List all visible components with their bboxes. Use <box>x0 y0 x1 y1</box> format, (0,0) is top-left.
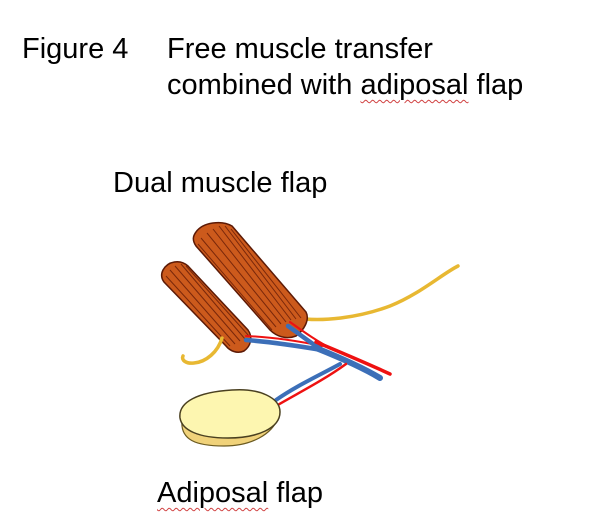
adiposal-vein <box>274 362 342 402</box>
figure-title-line-2: combined with adiposal flap <box>167 68 523 102</box>
dual-muscle-flap-label: Dual muscle flap <box>113 167 328 199</box>
title-text-suffix: flap <box>468 69 524 101</box>
adiposal-flap-label: Adiposal flap <box>157 476 323 510</box>
title-word-adiposal: adiposal <box>360 69 469 101</box>
title-text-prefix: combined with <box>167 69 361 101</box>
small-muscle <box>160 261 252 353</box>
adiposal-artery <box>274 362 348 408</box>
adiposal-word: Adiposal <box>157 477 269 509</box>
main-artery <box>314 340 392 376</box>
main-vein <box>313 345 383 381</box>
adiposal-flap <box>179 389 281 447</box>
large-muscle <box>192 221 308 339</box>
figure-title-line-1: Free muscle transfer <box>167 33 433 65</box>
flap-word: flap <box>268 477 324 509</box>
right-nerve <box>294 264 460 322</box>
left-nerve <box>180 336 224 365</box>
figure-label: Figure 4 <box>22 33 129 65</box>
